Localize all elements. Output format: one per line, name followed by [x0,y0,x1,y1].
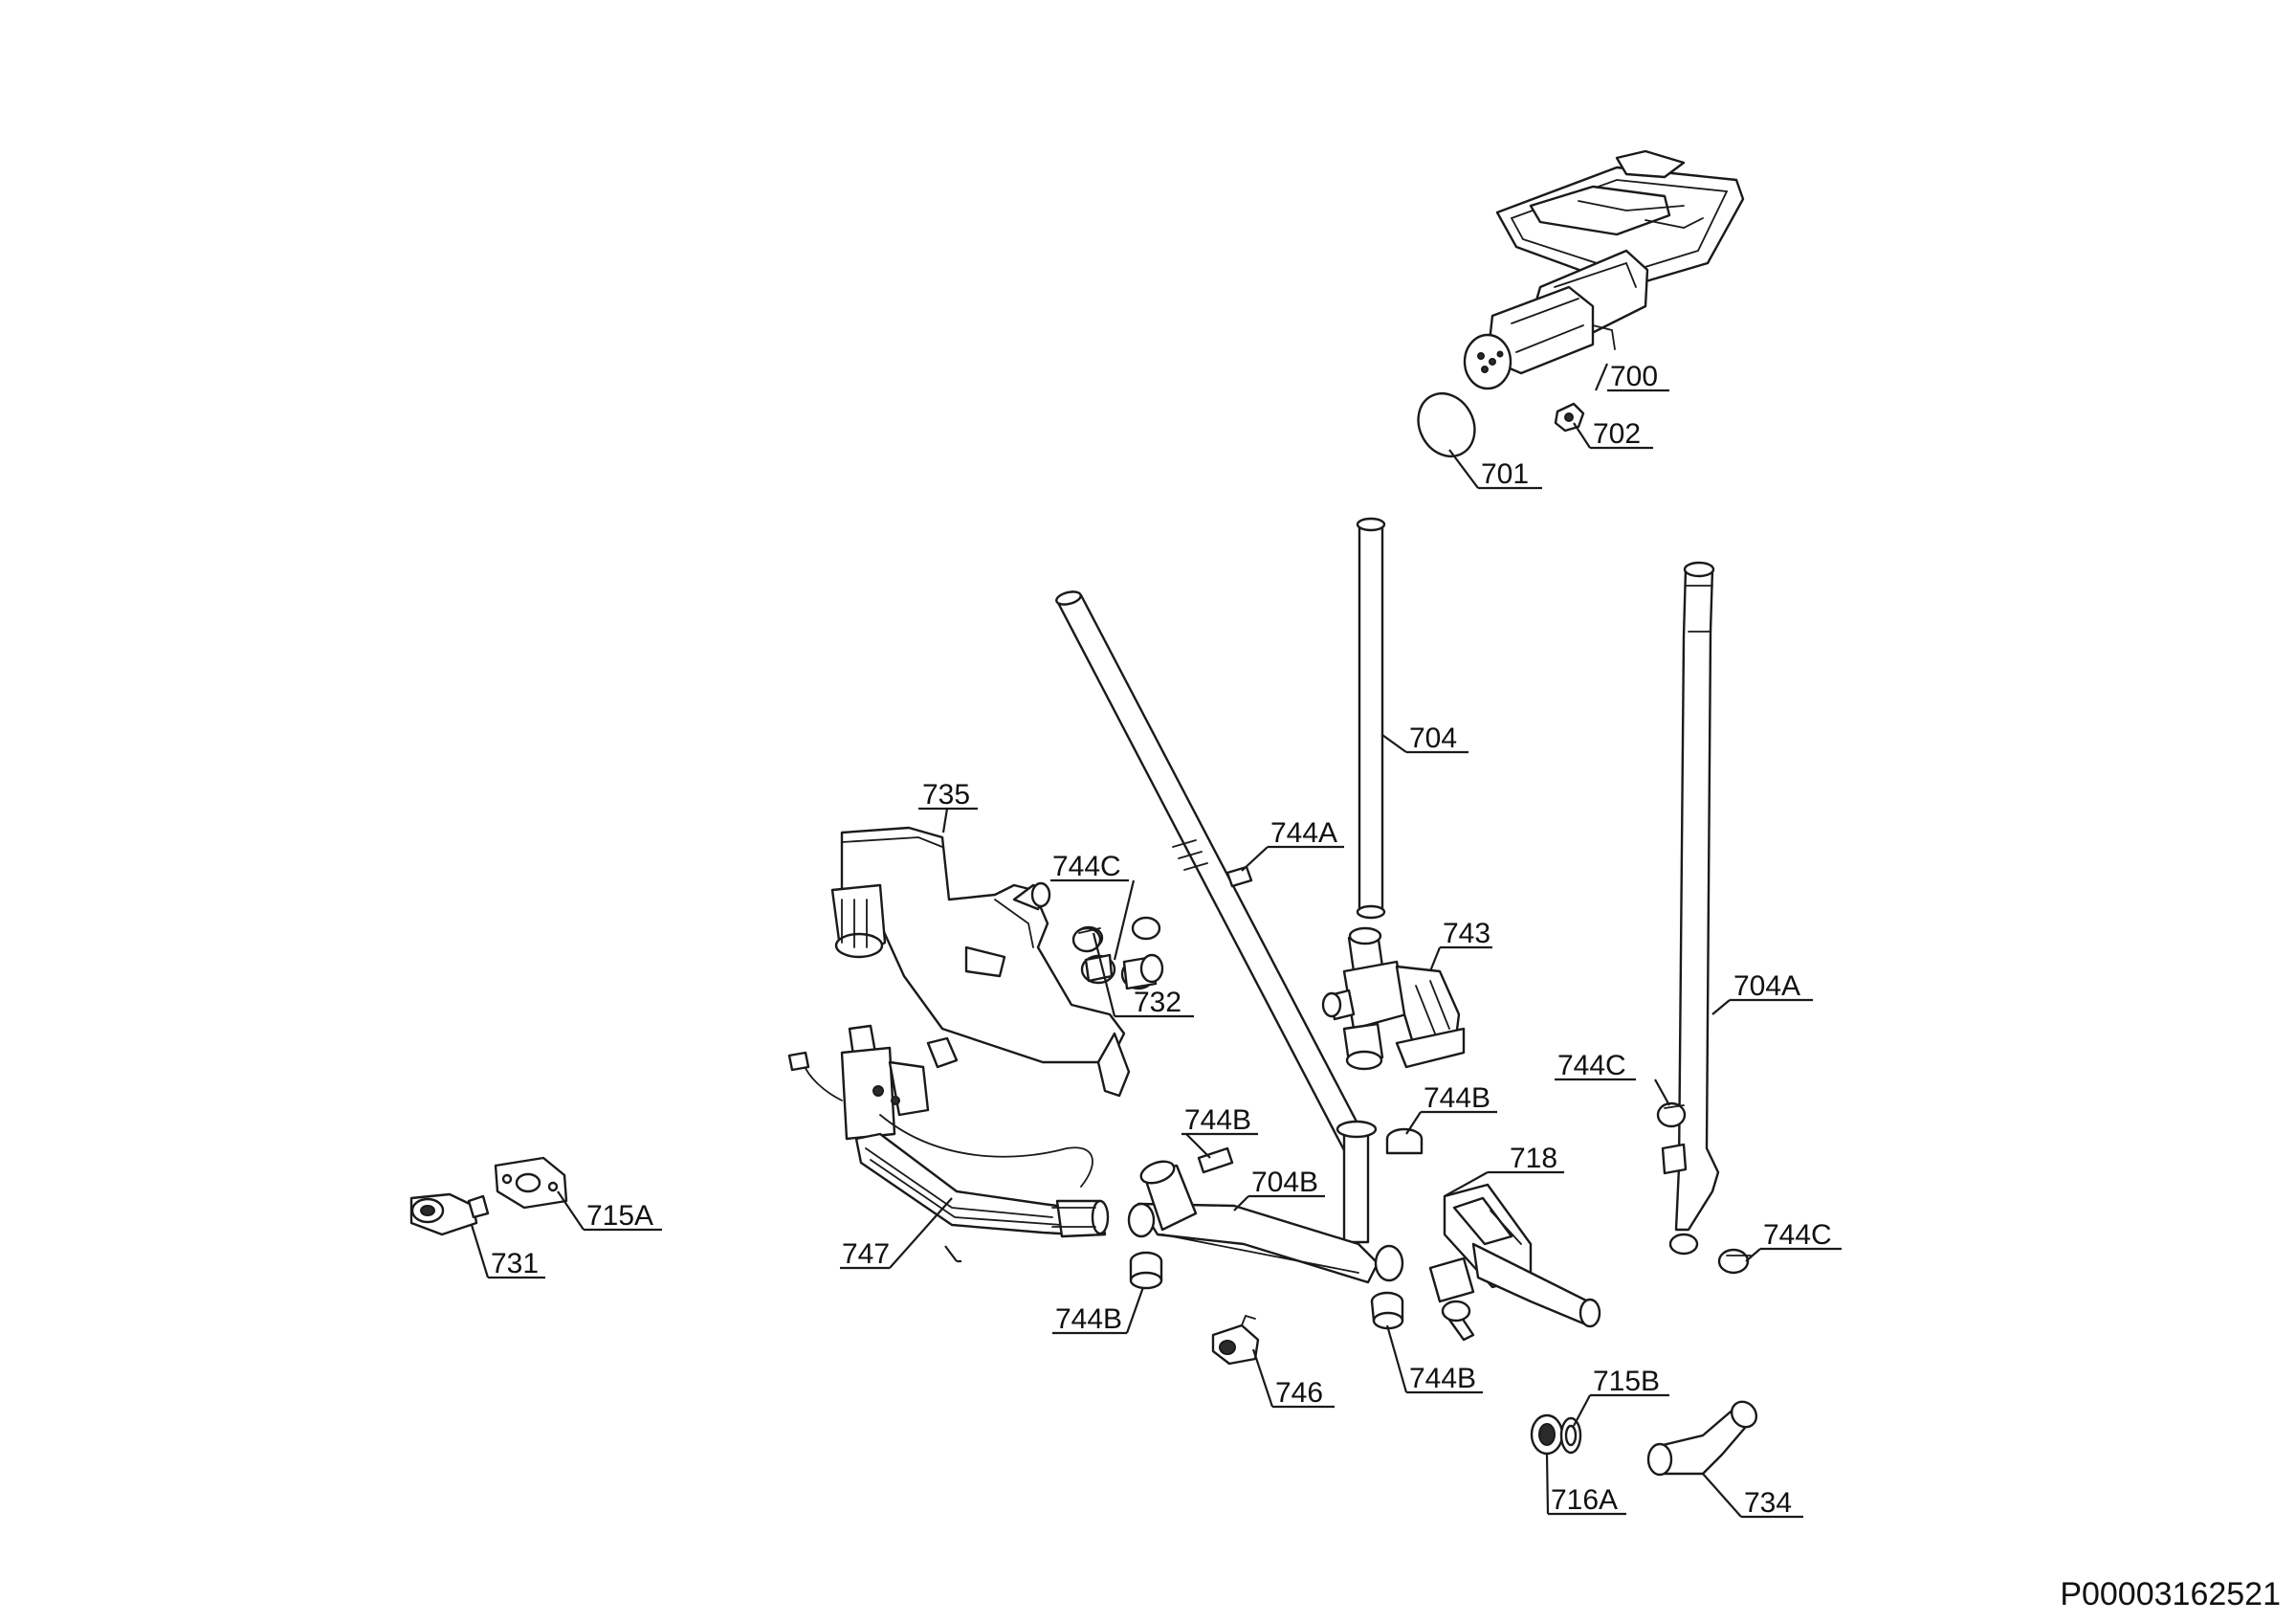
part-715a-flange [494,1156,568,1210]
callout-743: 743 [1443,918,1490,949]
callout-labels: 700 701 702 704 704A 744A 704B 744B 744B… [491,361,1832,1519]
part-747-heater-harness [787,1024,1110,1238]
part-744c-clip-right-lower [1717,1248,1752,1275]
callout-704b: 704B [1251,1167,1318,1198]
callout-744b-lower-right: 744B [1409,1363,1476,1394]
part-704-vertical-tube [1356,517,1386,920]
callout-715a: 715A [586,1200,653,1232]
callout-744b-upper-right: 744B [1424,1082,1490,1114]
callout-715b: 715B [1593,1366,1660,1397]
part-744b-clamp-lower-right [1370,1291,1404,1330]
part-701-gasket [1417,392,1476,457]
part-744a-sleeve [1225,865,1253,888]
callout-744b-lower-left: 744B [1055,1303,1122,1335]
part-700-tray-assembly [1463,149,1745,390]
part-744c-clip-right-upper [1656,1101,1687,1128]
part-704b-manifold-hose [1055,590,1404,1284]
part-734-elbow [1646,1400,1758,1477]
callout-734: 734 [1744,1487,1792,1519]
part-743-inlet-valve [1321,926,1466,1071]
callout-744a: 744A [1270,817,1337,849]
callout-747: 747 [842,1238,890,1270]
part-702-clip [1554,402,1585,433]
part-744b-clamp-upper-right [1385,1127,1424,1155]
callout-702: 702 [1593,418,1641,450]
callout-701: 701 [1481,458,1529,490]
callout-718: 718 [1510,1143,1557,1174]
callout-704a: 704A [1733,970,1800,1002]
callout-716a: 716A [1551,1484,1618,1516]
callout-744c-right-upper: 744C [1557,1050,1626,1081]
part-732-fittings [1073,916,1164,990]
callout-704: 704 [1409,723,1457,754]
document-code: P00003162521 [2060,1576,2281,1612]
callout-746: 746 [1275,1377,1323,1409]
callout-700: 700 [1610,361,1658,392]
part-746-clip [1211,1314,1260,1366]
callout-744b-upper-left: 744B [1184,1104,1251,1136]
part-735-dispenser-housing [830,826,1131,1098]
part-744b-clamp-lower-left [1129,1251,1163,1290]
callout-744c-left: 744C [1052,851,1121,882]
part-744b-clamp-upper-left [1197,1146,1234,1174]
part-716a-ring [1530,1413,1564,1456]
part-704a-long-tube [1661,561,1720,1256]
callout-744c-right-lower: 744C [1763,1219,1832,1251]
callout-735: 735 [922,779,970,811]
leader-lines [470,363,1842,1519]
part-731-connector [409,1192,490,1236]
callout-732: 732 [1134,987,1181,1018]
callout-731: 731 [491,1248,539,1279]
part-715b-washer [1559,1416,1582,1455]
part-718-pump-unit [1428,1183,1601,1342]
